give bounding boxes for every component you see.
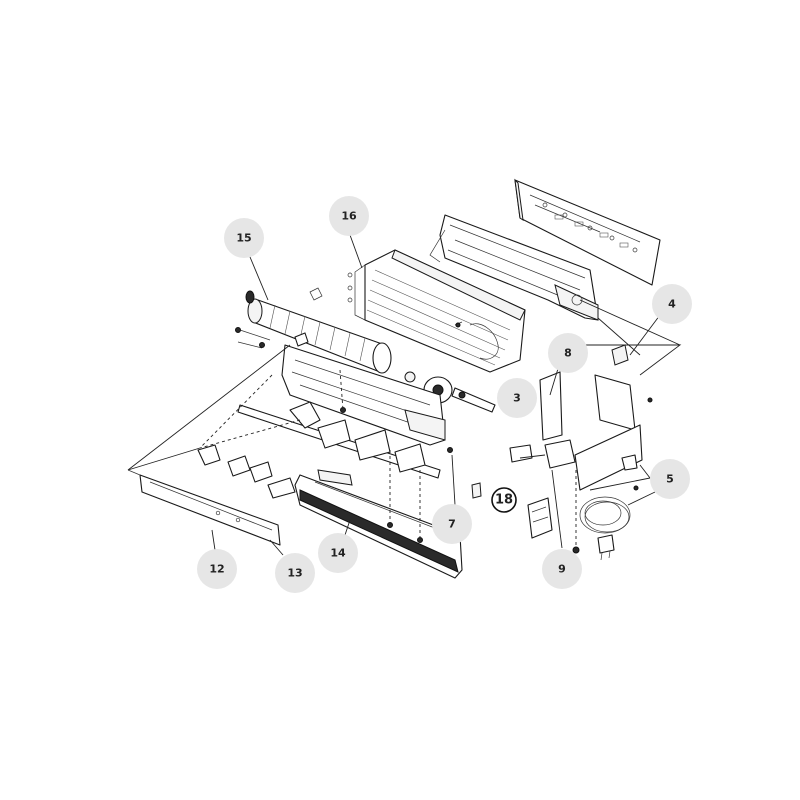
callout-9[interactable]: 9	[542, 549, 582, 589]
air-filter-slats	[197, 444, 296, 499]
louver-assembly	[237, 401, 441, 479]
callout-18[interactable]: 18	[491, 487, 517, 513]
callout-13-label: 13	[287, 567, 302, 580]
front-grille-strip	[127, 469, 281, 546]
callout-15-label: 15	[236, 232, 251, 245]
callout-7[interactable]: 7	[432, 504, 472, 544]
callout-13[interactable]: 13	[275, 553, 315, 593]
display-sensor-module	[527, 497, 553, 539]
callout-12-label: 12	[209, 563, 224, 576]
leader-lines	[127, 234, 682, 556]
blower-wheel	[245, 287, 392, 374]
callout-4-label: 4	[668, 298, 676, 311]
main-base-drain-pan	[235, 327, 446, 446]
callout-3[interactable]: 3	[497, 378, 537, 418]
electrical-control-box	[509, 344, 643, 491]
callout-14[interactable]: 14	[318, 533, 358, 573]
callout-5-label: 5	[666, 473, 674, 486]
callout-8-label: 8	[564, 347, 572, 360]
lower-cover-panel	[294, 469, 463, 579]
callout-5[interactable]: 5	[650, 459, 690, 499]
back-mounting-panel	[514, 178, 661, 286]
fasteners	[235, 322, 653, 554]
evaporator-coil	[347, 249, 526, 373]
power-cord	[579, 491, 656, 561]
callout-15[interactable]: 15	[224, 218, 264, 258]
callout-16[interactable]: 16	[329, 196, 369, 236]
callout-8[interactable]: 8	[548, 333, 588, 373]
callout-16-label: 16	[341, 210, 357, 223]
callout-9-label: 9	[558, 563, 566, 576]
upper-chassis-frame	[429, 214, 599, 321]
callout-3-label: 3	[513, 392, 521, 405]
callout-12[interactable]: 12	[197, 549, 237, 589]
callout-7-label: 7	[448, 518, 456, 531]
callout-18-label: 18	[495, 493, 513, 508]
callout-4[interactable]: 4	[652, 284, 692, 324]
callout-14-label: 14	[330, 547, 346, 560]
